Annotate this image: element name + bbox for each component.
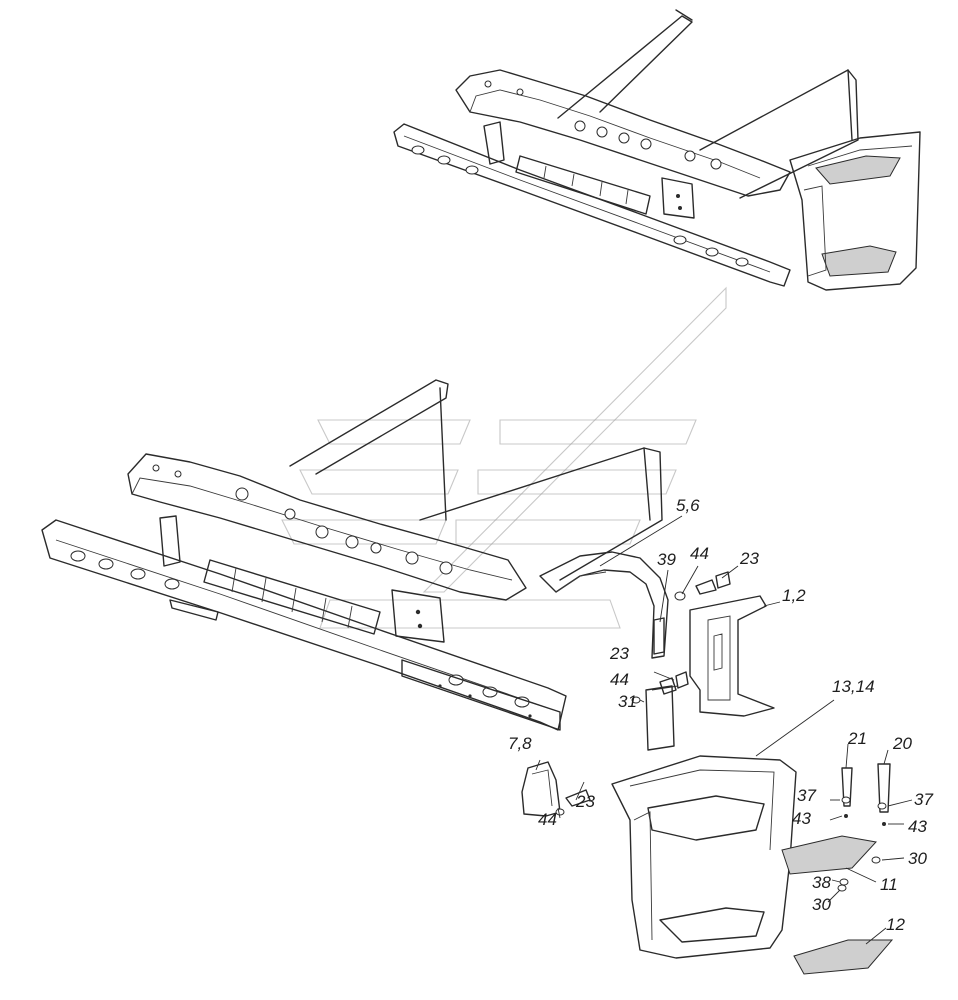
callout-31: 31 bbox=[618, 692, 637, 711]
callout-12: 12 bbox=[886, 915, 905, 934]
callout-37-right: 37 bbox=[914, 790, 933, 809]
callout-23-upper: 23 bbox=[740, 549, 759, 568]
callout-7-8: 7,8 bbox=[508, 734, 532, 753]
callout-37-left: 37 bbox=[797, 786, 816, 805]
callout-44-middle: 44 bbox=[610, 670, 629, 689]
callout-39: 39 bbox=[657, 550, 676, 569]
callout-13-14: 13,14 bbox=[832, 677, 875, 696]
exploded-parts bbox=[521, 551, 894, 975]
callout-5-6: 5,6 bbox=[676, 496, 700, 515]
callout-43-left: 43 bbox=[792, 809, 811, 828]
callout-38: 38 bbox=[812, 873, 831, 892]
callout-1-2: 1,2 bbox=[782, 586, 806, 605]
exploded-frame bbox=[41, 379, 663, 731]
callout-11: 11 bbox=[880, 875, 898, 894]
callout-30-right: 30 bbox=[908, 849, 927, 868]
callout-44-upper: 44 bbox=[690, 544, 709, 563]
assembled-view bbox=[393, 9, 921, 291]
callout-20: 20 bbox=[893, 734, 912, 753]
callout-43-right: 43 bbox=[908, 817, 927, 836]
callout-21: 21 bbox=[848, 729, 867, 748]
callout-23-middle: 23 bbox=[610, 644, 629, 663]
leader-lines bbox=[535, 515, 913, 945]
callout-44-lower: 44 bbox=[538, 810, 557, 829]
watermark-logo bbox=[281, 286, 727, 629]
callout-23-lower: 23 bbox=[576, 792, 595, 811]
callout-30-left: 30 bbox=[812, 895, 831, 914]
